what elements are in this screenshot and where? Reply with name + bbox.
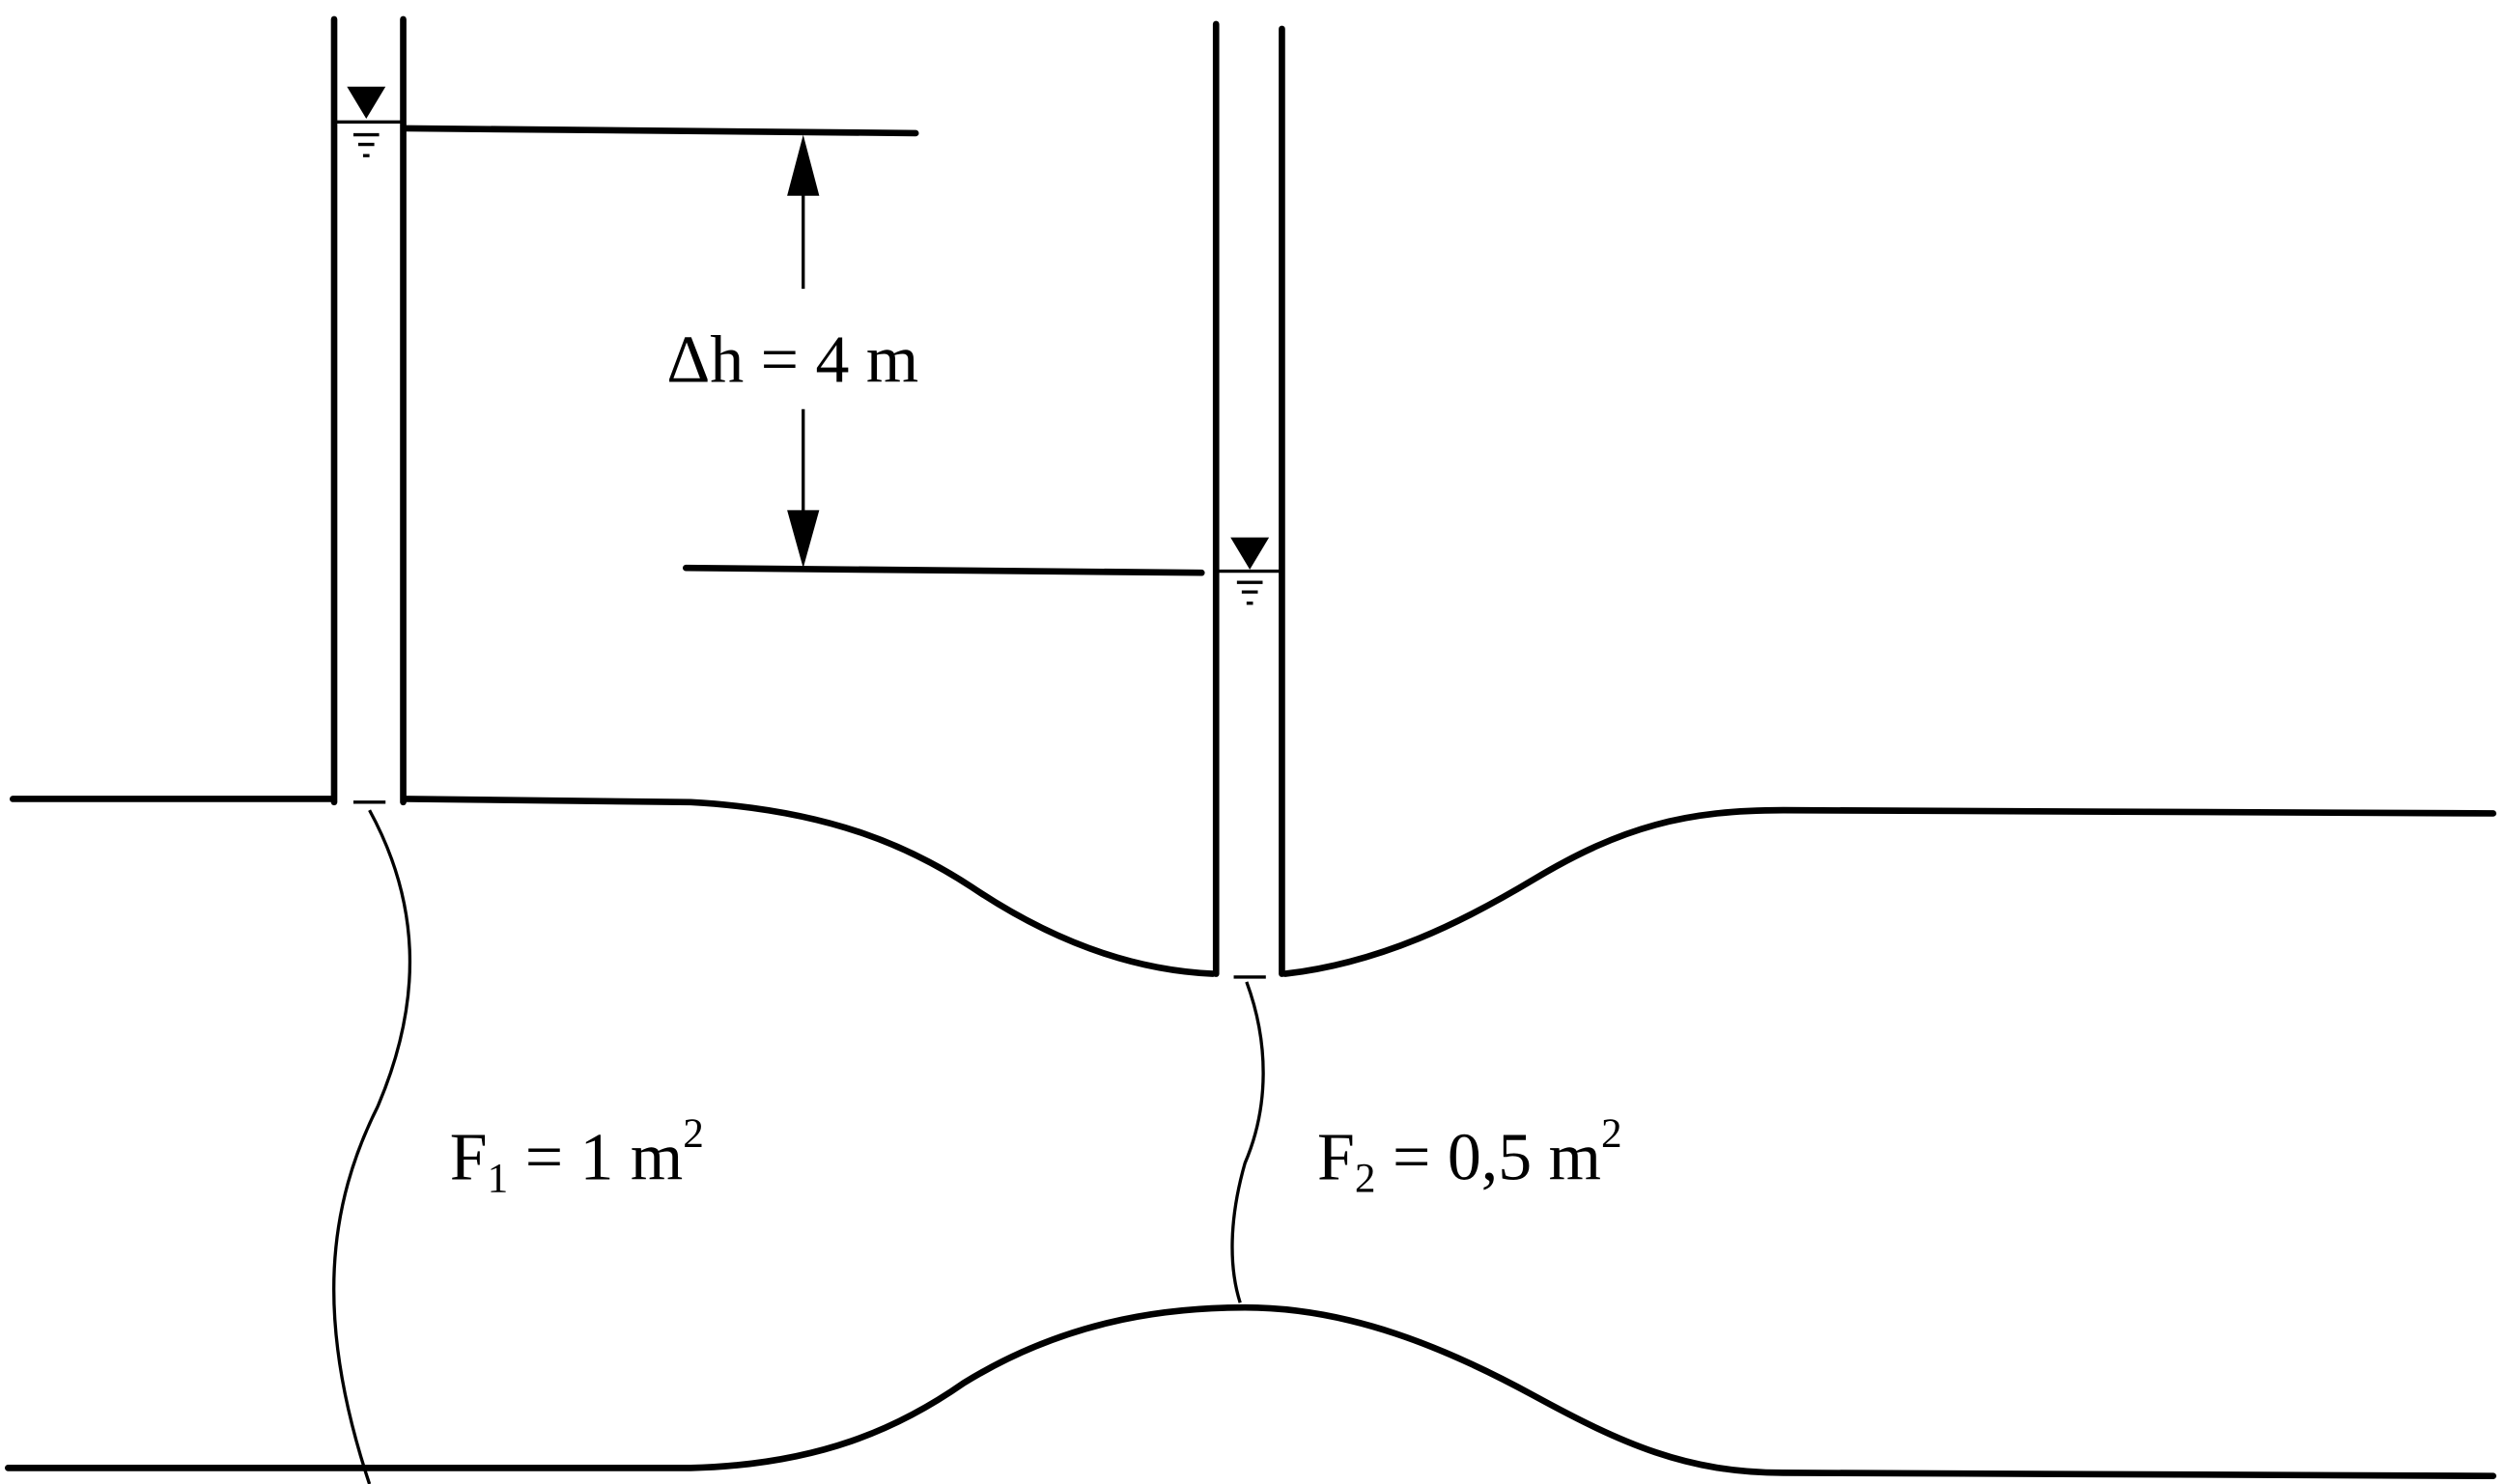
water-level-icon-left xyxy=(347,86,386,119)
delta-h-label: Δh = 4 m xyxy=(666,322,918,397)
pipe-top-wall xyxy=(9,796,2497,977)
lower-level-line xyxy=(682,564,1205,576)
delta-h-dimension xyxy=(787,134,820,569)
section-1-label: F1 = 1 m2 xyxy=(450,1110,704,1201)
section-2-label: F2 = 0,5 m2 xyxy=(1317,1110,1622,1201)
right-piezometer-tube xyxy=(1212,20,1285,979)
left-piezometer-tube xyxy=(330,15,407,806)
upper-level-line xyxy=(403,125,919,137)
water-level-icon-right xyxy=(1230,537,1270,570)
section-line-2 xyxy=(1230,981,1265,1303)
arrow-up-icon xyxy=(787,134,820,196)
arrow-down-icon xyxy=(787,510,820,569)
section-line-1 xyxy=(332,809,412,1484)
pipe-bottom-wall xyxy=(4,1303,2497,1480)
